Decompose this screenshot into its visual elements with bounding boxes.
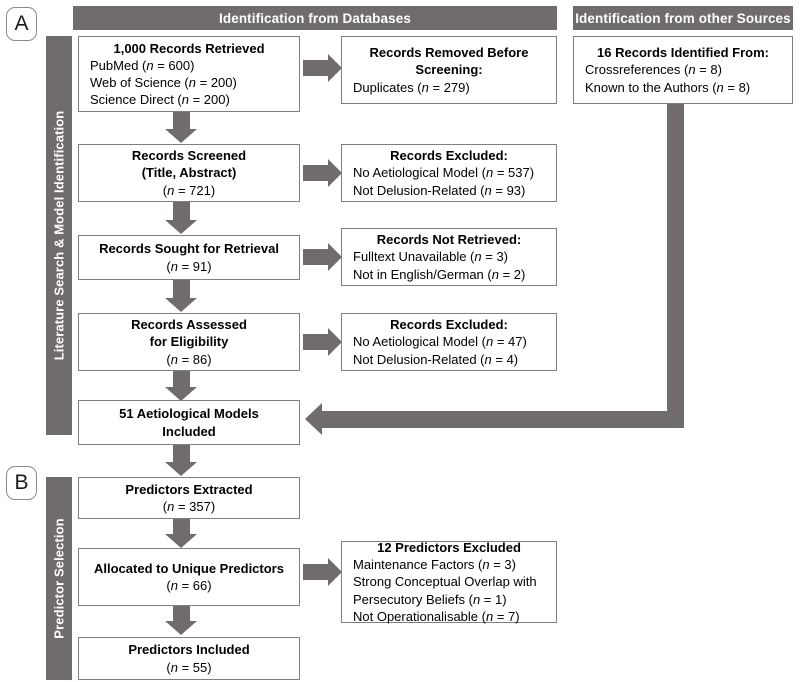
node-title-line-1: Records Assessed: [131, 317, 247, 333]
arrow-right-assessed-to-excluded-head: [328, 328, 342, 356]
node-records-assessed: Records Assessed for Eligibility (n = 86…: [78, 313, 300, 371]
node-predictors-included: Predictors Included (n = 55): [78, 637, 300, 680]
arrow-down-screened-to-sought-shaft: [173, 202, 190, 220]
arrow-down-extracted-to-allocated-head: [165, 534, 197, 548]
node-title: 1,000 Records Retrieved: [113, 40, 265, 56]
arrow-right-retrieved-to-removed-shaft: [303, 60, 328, 76]
node-title: Predictors Extracted: [125, 481, 253, 497]
node-count: (n = 91): [166, 258, 212, 274]
node-line: Not in English/German (n = 2): [353, 266, 526, 282]
node-predictors-allocated: Allocated to Unique Predictors (n = 66): [78, 548, 300, 606]
arrow-down-assessed-to-models-shaft: [173, 371, 190, 387]
node-records-excluded-2: Records Excluded: No Aetiological Model …: [341, 313, 557, 371]
node-title: 16 Records Identified From:: [597, 45, 769, 61]
node-line: No Aetiological Model (n = 47): [353, 334, 527, 350]
arrow-right-sought-to-not-retrieved-head: [328, 243, 342, 271]
node-records-retrieved: 1,000 Records Retrieved PubMed (n = 600)…: [78, 36, 300, 112]
node-line: Persecutory Beliefs (n = 1): [353, 591, 507, 607]
node-records-removed: Records Removed Before Screening: Duplic…: [341, 36, 557, 104]
node-title-line-2: Screening:: [415, 62, 483, 78]
elbow-horizontal-segment: [322, 411, 684, 428]
arrow-down-sought-to-assessed-head: [165, 298, 197, 312]
node-line: Duplicates (n = 279): [353, 79, 470, 95]
arrow-down-screened-to-sought-head: [165, 220, 197, 234]
arrow-right-screened-to-excluded-head: [328, 159, 342, 187]
node-records-screened: Records Screened (Title, Abstract) (n = …: [78, 144, 300, 202]
arrow-down-models-to-extracted-head: [165, 462, 197, 476]
node-title: Records Sought for Retrieval: [99, 241, 279, 257]
node-line: Science Direct (n = 200): [90, 92, 230, 108]
node-title-line-1: 51 Aetiological Models: [119, 406, 259, 422]
node-line: Fulltext Unavailable (n = 3): [353, 249, 508, 265]
node-title-line-2: (Title, Abstract): [141, 165, 237, 181]
node-predictors-extracted: Predictors Extracted (n = 357): [78, 477, 300, 519]
node-title: Records Excluded:: [390, 148, 508, 164]
arrow-down-sought-to-assessed-shaft: [173, 280, 190, 298]
section-badge-b: B: [6, 466, 37, 500]
node-title: Allocated to Unique Predictors: [94, 560, 284, 576]
elbow-vertical-segment: [667, 104, 684, 411]
arrow-down-allocated-to-included-head: [165, 621, 197, 635]
node-count: (n = 357): [162, 499, 216, 514]
node-line: Web of Science (n = 200): [90, 75, 237, 90]
node-line: Strong Conceptual Overlap with: [353, 574, 537, 590]
node-title: Records Excluded:: [390, 317, 508, 333]
node-title: Predictors Included: [128, 642, 250, 658]
node-count: (n = 721): [162, 182, 216, 198]
node-title-line-1: Records Removed Before: [369, 45, 529, 61]
node-title: 12 Predictors Excluded: [377, 540, 521, 556]
node-title: Records Not Retrieved:: [376, 232, 522, 248]
arrow-right-retrieved-to-removed-head: [328, 54, 342, 82]
node-records-sought: Records Sought for Retrieval (n = 91): [78, 235, 300, 280]
node-other-sources-records: 16 Records Identified From: Crossreferen…: [573, 36, 793, 104]
node-line: Known to the Authors (n = 8): [585, 79, 751, 95]
node-title-line-2: Included: [162, 423, 216, 439]
arrow-right-screened-to-excluded-shaft: [303, 165, 328, 181]
node-line: Not Delusion-Related (n = 93): [353, 182, 526, 198]
node-line: Not Operationalisable (n = 7): [353, 608, 520, 624]
sidebar-band-predictor-selection: Predictor Selection: [46, 477, 72, 680]
arrow-right-allocated-to-excluded-shaft: [303, 564, 328, 580]
arrow-down-retrieved-to-screened-shaft: [173, 112, 190, 129]
node-count: (n = 86): [166, 351, 212, 367]
node-line: Maintenance Factors (n = 3): [353, 557, 516, 573]
node-title-line-2: for Eligibility: [149, 334, 229, 350]
arrow-right-sought-to-not-retrieved-shaft: [303, 249, 328, 265]
arrow-down-extracted-to-allocated-shaft: [173, 519, 190, 534]
arrow-right-assessed-to-excluded-shaft: [303, 334, 328, 350]
node-predictors-excluded: 12 Predictors Excluded Maintenance Facto…: [341, 540, 557, 624]
arrow-right-allocated-to-excluded-head: [328, 558, 342, 586]
sidebar-band-literature-search: Literature Search & Model Identification: [46, 36, 72, 435]
arrow-down-allocated-to-included-shaft: [173, 606, 190, 621]
section-badge-a: A: [6, 7, 37, 41]
node-count: (n = 66): [166, 578, 212, 593]
sidebar-label-literature-search: Literature Search & Model Identification: [51, 110, 67, 361]
node-records-excluded-1: Records Excluded: No Aetiological Model …: [341, 144, 557, 202]
arrow-down-assessed-to-models-head: [165, 387, 197, 401]
node-line: Not Delusion-Related (n = 4): [353, 351, 519, 367]
arrow-down-models-to-extracted-shaft: [173, 445, 190, 462]
sidebar-label-predictor-selection: Predictor Selection: [51, 518, 67, 639]
arrow-down-retrieved-to-screened-head: [165, 129, 197, 143]
phase-header-databases: Identification from Databases: [73, 6, 557, 30]
node-line: No Aetiological Model (n = 537): [353, 165, 535, 181]
phase-header-other-sources: Identification from other Sources: [573, 6, 793, 30]
node-count: (n = 55): [166, 659, 212, 675]
node-models-included: 51 Aetiological Models Included: [78, 400, 300, 445]
node-records-not-retrieved: Records Not Retrieved: Fulltext Unavaila…: [341, 228, 557, 286]
elbow-arrow-head-left: [305, 403, 322, 435]
node-line: Crossreferences (n = 8): [585, 62, 722, 78]
node-title-line-1: Records Screened: [131, 148, 247, 164]
node-line: PubMed (n = 600): [90, 57, 195, 73]
